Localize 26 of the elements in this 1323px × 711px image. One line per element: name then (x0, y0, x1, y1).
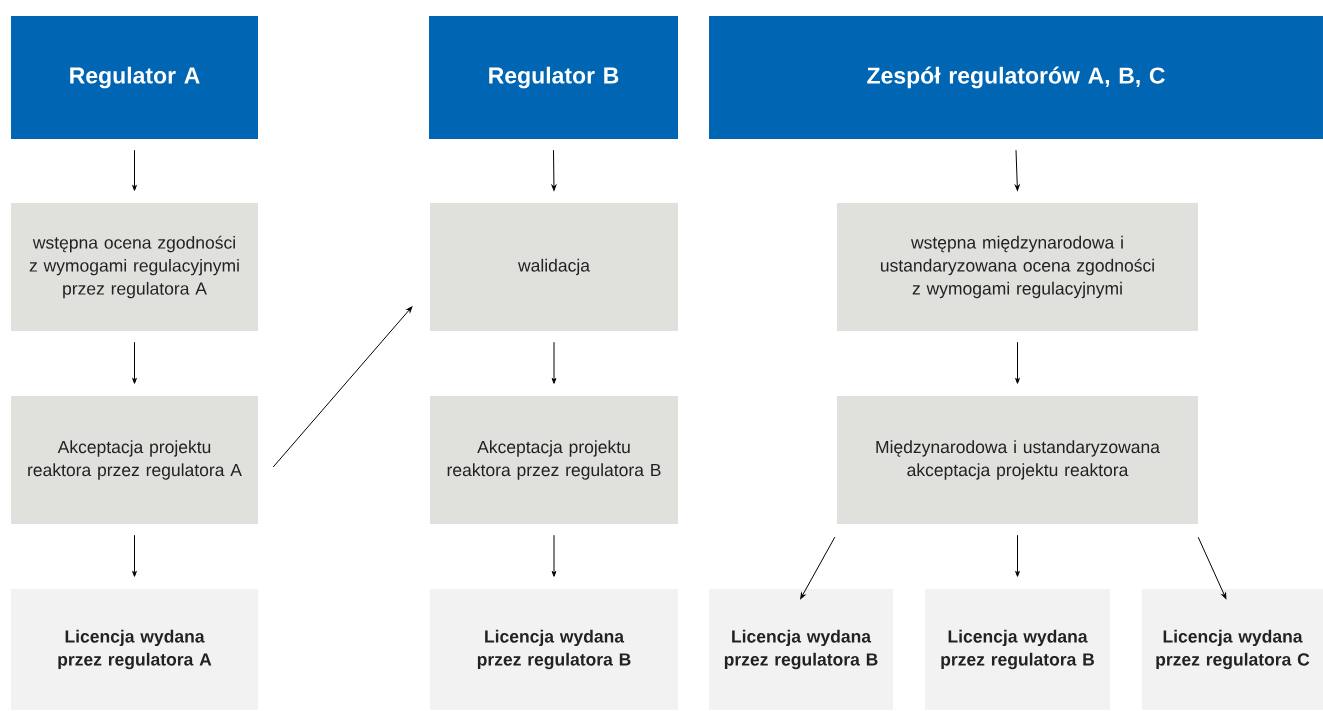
license-box: Licencja wydana przez regulatora B (925, 589, 1110, 710)
header-box: Regulator B (429, 16, 678, 139)
arrow (1014, 149, 1020, 191)
process-box: wstępna międzynarodowa i ustandaryzowana ocena zgodności z wymogami regulacyjnymi (837, 203, 1198, 331)
arrow (800, 536, 836, 600)
license-box: Licencja wydana przez regulatora B (430, 589, 678, 710)
arrow (1015, 341, 1020, 384)
arrow (132, 534, 137, 577)
license-box: Licencja wydana przez regulatora C (1142, 589, 1323, 710)
arrow (1197, 536, 1227, 599)
process-box: Akceptacja projektu reaktora przez regulatora B (430, 396, 678, 524)
process-box: Akceptacja projektu reaktora przez regulatora A (11, 396, 258, 524)
arrow (551, 149, 557, 191)
header-box: Zespół regulatorów A, B, C (709, 16, 1323, 139)
arrow (1015, 534, 1020, 577)
arrow (551, 341, 557, 384)
license-box: Licencja wydana przez regulatora B (709, 589, 893, 710)
arrow (132, 341, 137, 384)
arrow (551, 534, 557, 577)
process-box: Międzynarodowa i ustandaryzowana akceptacja projektu reaktora (837, 396, 1198, 524)
arrow (272, 306, 413, 468)
arrow (132, 149, 137, 191)
process-box: wstępna ocena zgodności z wymogami regulacyjnymi przez regulatora A (11, 203, 258, 331)
process-box: walidacja (430, 203, 678, 331)
header-box: Regulator A (11, 16, 258, 139)
license-box: Licencja wydana przez regulatora A (11, 589, 258, 710)
